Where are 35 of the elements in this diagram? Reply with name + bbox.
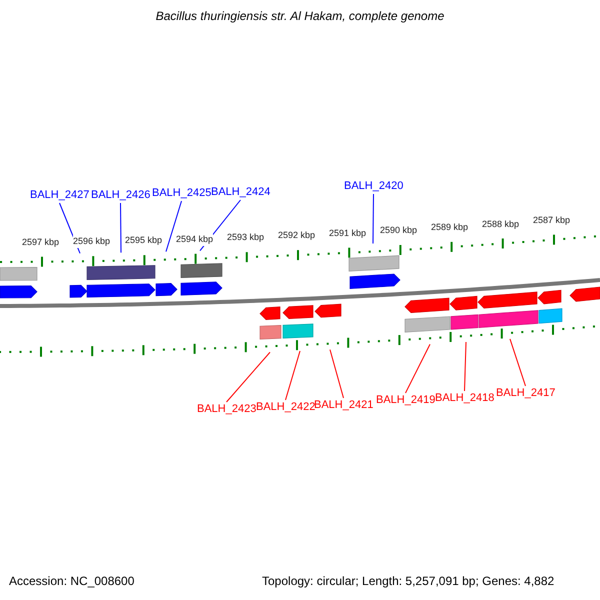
leader-line	[464, 341, 466, 392]
gene-label: BALH_2420	[344, 180, 404, 193]
leader-line	[226, 352, 270, 402]
gene-label: BALH_2422	[256, 401, 316, 414]
gene-label: BALH_2417	[496, 387, 556, 400]
scale-label: 2594 kbp	[176, 232, 214, 246]
scale-label: 2596 kbp	[73, 235, 110, 248]
scale-label: 2589 kbp	[431, 220, 468, 234]
leader-line	[405, 344, 430, 394]
leader-line	[372, 194, 374, 244]
leader-line	[330, 349, 344, 398]
scale-label: 2590 kbp	[380, 224, 418, 237]
genome-info-text: Topology: circular; Length: 5,257,091 bp; Genes: 4,882	[262, 575, 554, 588]
gene-label: BALH_2421	[314, 399, 374, 412]
title: Bacillus thuringiensis str. Al Hakam, complete genome	[154, 10, 446, 23]
gene-label: BALH_2423	[197, 403, 256, 416]
scale-label: 2592 kbp	[278, 229, 316, 242]
scale-label: 2591 kbp	[329, 226, 366, 240]
leader-line	[120, 202, 122, 254]
scale-label: 2597 kbp	[22, 236, 60, 249]
scale-ruler	[0, 324, 595, 357]
gene-label: BALH_2419	[376, 394, 436, 407]
scale-label: 2587 kbp	[533, 214, 570, 227]
gene-label: BALH_2426	[91, 189, 150, 202]
leader-line	[166, 200, 182, 252]
gene-label: BALH_2425	[152, 187, 212, 200]
scale-label: 2593 kbp	[227, 231, 264, 244]
gene-label: BALH_2427	[30, 189, 90, 202]
gene-label: BALH_2424	[211, 186, 270, 199]
scale-label: 2595 kbp	[125, 234, 162, 248]
gene-label: BALH_2418	[435, 392, 494, 405]
scale-label: 2588 kbp	[482, 218, 520, 231]
accession-text: Accession: NC_008600	[9, 575, 134, 588]
leader-line	[285, 350, 300, 400]
leader-line	[510, 338, 526, 386]
